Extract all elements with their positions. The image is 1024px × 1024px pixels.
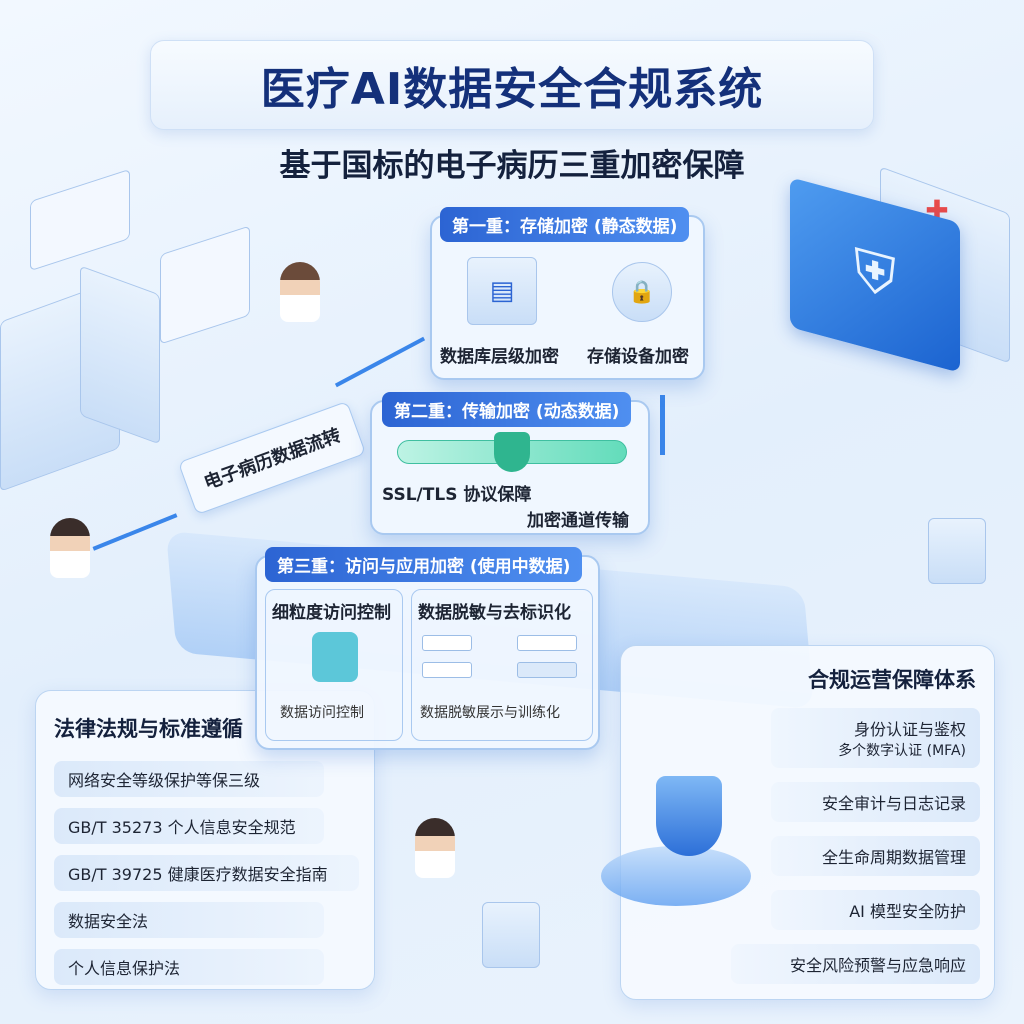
ops-assurance-panel: 合规运营保障体系 身份认证与鉴权多个数字认证 (MFA) 安全审计与日志记录 全… — [601, 645, 995, 1000]
layer-1-item: 存储设备加密 — [587, 347, 689, 367]
ops-item-label: 身份认证与鉴权 — [853, 720, 966, 739]
legal-item: 网络安全等级保护等保三级 — [54, 761, 324, 797]
server-icon — [482, 902, 540, 968]
access-control-card: 细粒度访问控制 数据访问控制 — [265, 589, 403, 741]
ops-item: 安全风险预警与应急响应 — [731, 944, 980, 984]
data-masking-sub: 数据脱敏展示与训练化 — [420, 705, 560, 721]
legal-panel-title: 法律法规与标准遵循 — [54, 717, 243, 741]
layer-2-transport-encryption: 第二重：传输加密 (动态数据) SSL/TLS 协议保障 加密通道传输 — [370, 392, 650, 535]
masking-target-field — [517, 635, 577, 651]
doctor-icon — [280, 262, 320, 322]
doctor-icon — [415, 818, 455, 878]
page-subtitle: 基于国标的电子病历三重加密保障 — [279, 148, 745, 184]
layer-3-access-encryption: 第三重：访问与应用加密 (使用中数据) 细粒度访问控制 数据访问控制 数据脱敏与… — [255, 547, 600, 750]
ops-panel-title: 合规运营保障体系 — [808, 668, 976, 692]
page-title: 医疗AI数据安全合规系统 — [260, 64, 764, 115]
layer-2-heading: 第二重：传输加密 (动态数据) — [382, 392, 632, 427]
padlock-icon — [312, 632, 358, 682]
legal-item: GB/T 39725 健康医疗数据安全指南 — [54, 855, 359, 891]
data-flow-banner: 电子病历数据流转 — [177, 400, 367, 516]
ops-item: 全生命周期数据管理 — [771, 836, 980, 876]
title-banner: 医疗AI数据安全合规系统 — [150, 40, 874, 130]
server-icon: ▤ — [467, 257, 537, 325]
access-control-sub: 数据访问控制 — [280, 705, 364, 721]
data-masking-title: 数据脱敏与去标识化 — [418, 603, 571, 623]
server-icon — [928, 518, 986, 584]
flow-arrow — [92, 513, 178, 551]
shield-lock-icon — [494, 432, 530, 472]
ops-item: 身份认证与鉴权多个数字认证 (MFA) — [771, 708, 980, 768]
layer-1-item: 数据库层级加密 — [440, 347, 559, 367]
masking-source-field — [422, 662, 472, 678]
shield-platform — [601, 846, 751, 906]
data-masking-card: 数据脱敏与去标识化 数据脱敏展示与训练化 — [411, 589, 593, 741]
masking-source-field — [422, 635, 472, 651]
layer-1-heading: 第一重：存储加密 (静态数据) — [440, 207, 690, 242]
layer-3-heading: 第三重：访问与应用加密 (使用中数据) — [265, 547, 583, 582]
layer-1-storage-encryption: 第一重：存储加密 (静态数据) ▤ 🔒 数据库层级加密 存储设备加密 — [430, 207, 705, 380]
legal-item: 数据安全法 — [54, 902, 324, 938]
legal-compliance-panel: 法律法规与标准遵循 网络安全等级保护等保三级 GB/T 35273 个人信息安全… — [35, 690, 375, 990]
shield-lock-icon — [656, 776, 722, 856]
doctor-icon — [50, 518, 90, 578]
database-lock-icon: 🔒 — [612, 262, 672, 322]
chart-card — [160, 225, 250, 345]
legal-item: 个人信息保护法 — [54, 949, 324, 985]
legal-item: GB/T 35273 个人信息安全规范 — [54, 808, 324, 844]
ops-item: 安全审计与日志记录 — [771, 782, 980, 822]
up-arrow — [660, 395, 665, 455]
ops-item: AI 模型安全防护 — [771, 890, 980, 930]
masking-target-field — [517, 662, 577, 678]
hospital-building-left-2 — [80, 265, 160, 445]
data-flow-label: 电子病历数据流转 — [201, 424, 344, 494]
ops-item-sub: 多个数字认证 (MFA) — [838, 743, 966, 759]
access-control-title: 细粒度访问控制 — [272, 603, 391, 623]
layer-2-item: SSL/TLS 协议保障 — [382, 485, 532, 505]
flow-arrow — [334, 336, 426, 388]
layer-2-item: 加密通道传输 — [527, 511, 629, 531]
